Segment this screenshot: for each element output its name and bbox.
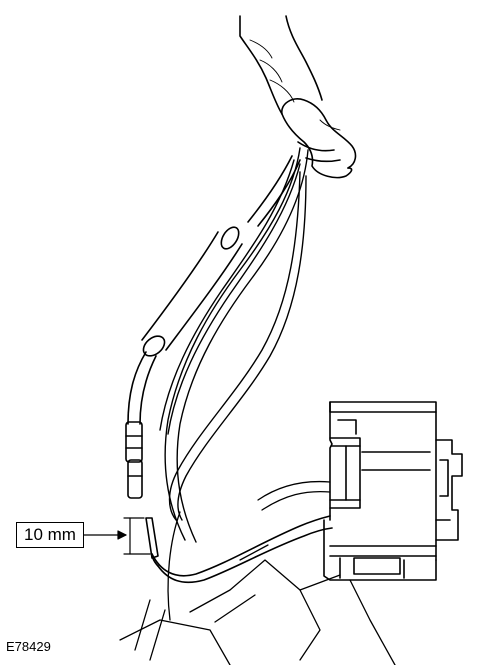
thin-wires [159,147,309,543]
dimension-label: 10 mm [16,522,84,548]
left-cable [125,351,157,499]
hand-grip [239,15,357,179]
stripped-wire [145,515,333,584]
cable-sleeve [141,155,301,357]
figure-id: E78429 [6,639,51,654]
dimension-bracket [83,517,151,555]
connector-block [323,401,463,581]
